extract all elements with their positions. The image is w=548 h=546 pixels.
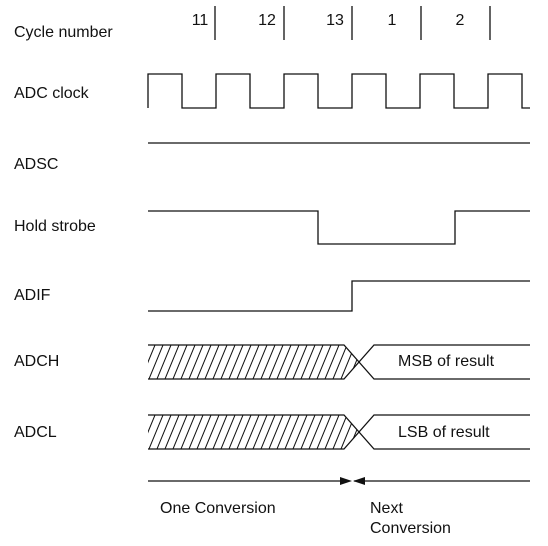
adcl-bus (148, 414, 530, 450)
cycle-number-label: 2 (455, 12, 465, 29)
adif-waveform (148, 280, 530, 312)
label-cycle-number: Cycle number (14, 24, 113, 41)
label-adif: ADIF (14, 287, 51, 304)
cycle-separators (214, 6, 491, 40)
label-adcl: ADCL (14, 424, 57, 441)
adch-bus (148, 344, 530, 380)
label-adsc: ADSC (14, 156, 59, 173)
next-conversion-label-line1: Next (370, 500, 403, 517)
adcl-value: LSB of result (398, 424, 490, 441)
label-adc-clock: ADC clock (14, 85, 89, 102)
label-adch: ADCH (14, 353, 60, 370)
cycle-number-label: 13 (326, 12, 344, 29)
hold-strobe-waveform (148, 210, 530, 245)
next-conversion-label-line2: Conversion (370, 520, 451, 537)
one-conversion-label: One Conversion (160, 500, 276, 517)
cycle-number-label: 1 (387, 12, 397, 29)
adch-value: MSB of result (398, 353, 495, 370)
cycle-number-label: 11 (191, 12, 209, 29)
cycle-number-label: 12 (258, 12, 276, 29)
adc-clock-waveform (147, 73, 530, 109)
conversion-arrows (148, 477, 530, 485)
label-hold-strobe: Hold strobe (14, 218, 96, 235)
